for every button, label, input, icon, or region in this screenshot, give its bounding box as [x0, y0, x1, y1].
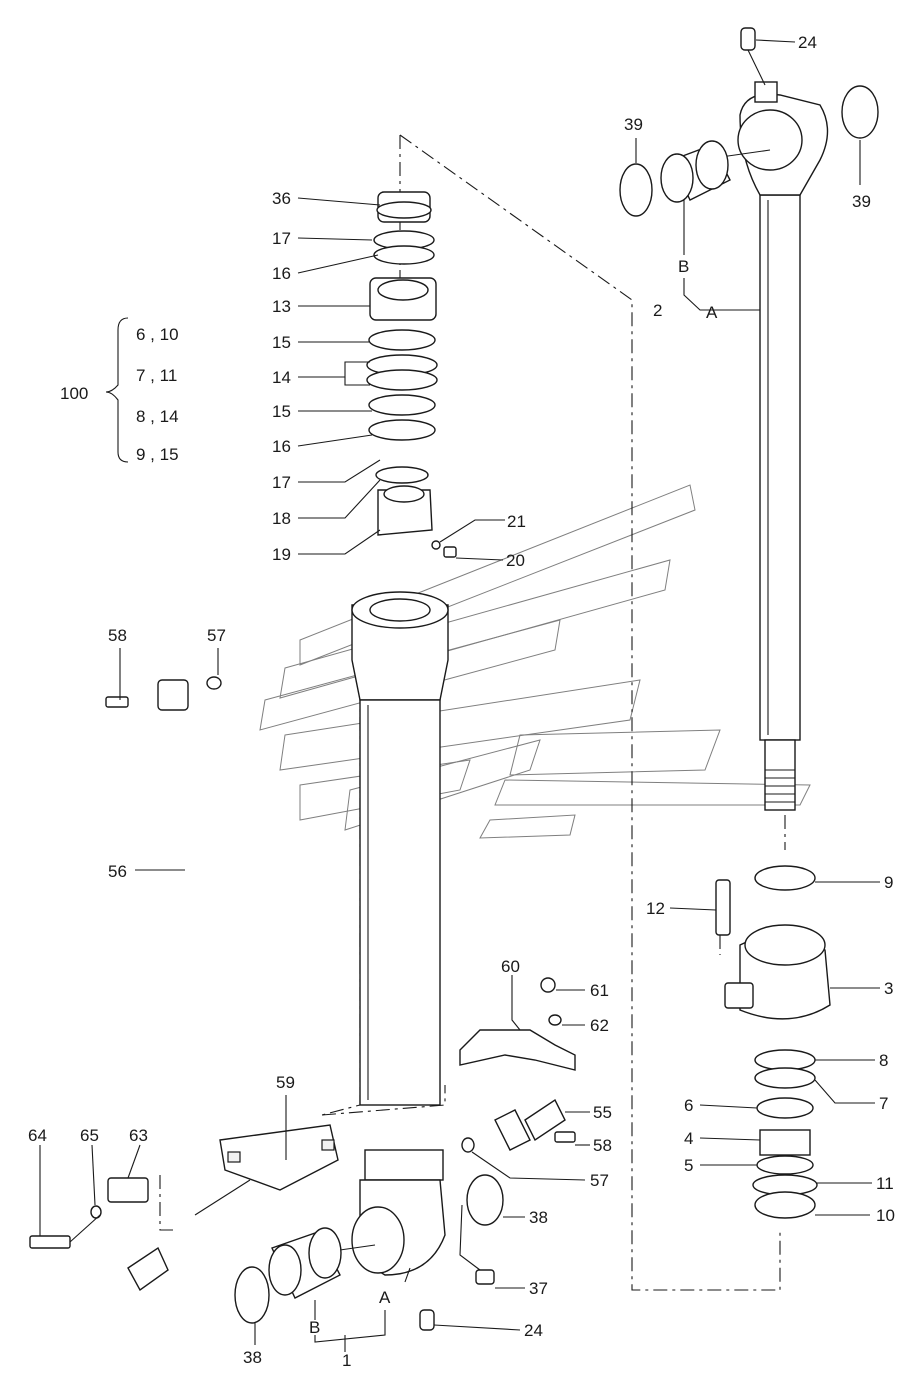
callout-57-top: 57 [207, 626, 226, 645]
callout-10: 10 [876, 1206, 895, 1225]
callout-37: 37 [529, 1279, 548, 1298]
bushing-upper [660, 140, 731, 203]
callout-56: 56 [108, 862, 127, 881]
piston-stack [366, 191, 457, 558]
callout-57-bottom: 57 [590, 1171, 609, 1190]
leader-lines [39, 39, 880, 1352]
kit-group-row-4: 9 , 15 [136, 445, 179, 464]
callout-61: 61 [590, 981, 609, 1000]
callout-19: 19 [272, 545, 291, 564]
callout-2: 2 [653, 301, 662, 320]
piston-head-3 [724, 924, 831, 1020]
callout-11: 11 [876, 1174, 894, 1193]
callout-a-lower: A [379, 1288, 391, 1307]
callout-17-top: 17 [272, 229, 291, 248]
block-63 [107, 1177, 149, 1203]
bushing-lower [268, 1227, 342, 1299]
alignment-lines [159, 134, 786, 1291]
kit-group-row-2: 7 , 11 [136, 366, 177, 385]
dust-seal-38-left [234, 1266, 270, 1324]
callout-59: 59 [276, 1073, 295, 1092]
callout-60: 60 [501, 957, 520, 976]
callout-4: 4 [684, 1129, 693, 1148]
callout-18: 18 [272, 509, 291, 528]
callout-a-upper: A [706, 303, 718, 322]
callout-65: 65 [80, 1126, 99, 1145]
ring-8 [754, 1049, 816, 1071]
washer-62 [548, 1014, 562, 1026]
callout-38-right: 38 [529, 1208, 548, 1227]
hose-assembly [105, 676, 222, 1292]
clamp-60 [459, 1029, 576, 1071]
callout-55: 55 [593, 1103, 612, 1122]
kit-group-row-3: 8 , 14 [136, 407, 179, 426]
dust-seal-39-right [841, 85, 879, 139]
callout-labels: 24 39 39 B 2 A 36 17 16 13 15 14 15 16 1… [28, 33, 895, 1370]
callout-17-bottom: 17 [272, 473, 291, 492]
callout-38-left: 38 [243, 1348, 262, 1367]
plug-37 [475, 1269, 495, 1285]
kit-group-label: 100 [60, 384, 88, 403]
ring-7 [754, 1067, 816, 1089]
callout-16-bottom: 16 [272, 437, 291, 456]
callout-12: 12 [646, 899, 665, 918]
o-ring-57-right [461, 1137, 475, 1153]
callout-39-right: 39 [852, 192, 871, 211]
callout-24-top: 24 [798, 33, 817, 52]
callout-5: 5 [684, 1156, 693, 1175]
socket-bolt-12 [715, 879, 731, 936]
callout-62: 62 [590, 1016, 609, 1035]
callout-14: 14 [272, 368, 291, 387]
callout-7: 7 [879, 1094, 888, 1113]
callout-58-bottom: 58 [593, 1136, 612, 1155]
bolt-58-right [554, 1131, 576, 1143]
callout-39-left: 39 [624, 115, 643, 134]
callout-16-top: 16 [272, 264, 291, 283]
callout-b-lower: B [309, 1318, 320, 1337]
cylinder-tube [339, 591, 449, 1276]
callout-3: 3 [884, 979, 893, 998]
callout-b-upper: B [678, 257, 689, 276]
clamp-59 [219, 1124, 339, 1191]
callout-24-bottom: 24 [524, 1321, 543, 1340]
kit-group-row-1: 6 , 10 [136, 325, 179, 344]
callout-21: 21 [507, 512, 526, 531]
ring-10 [754, 1191, 816, 1219]
ring-9 [754, 865, 816, 891]
watermark-logo [259, 484, 811, 839]
pipe-55 [494, 1098, 566, 1151]
grease-fitting-24-lower [419, 1309, 435, 1331]
kit-group-bracket [105, 317, 129, 463]
callout-8: 8 [879, 1051, 888, 1070]
ring-4 [759, 1129, 811, 1156]
washer-65 [90, 1205, 102, 1219]
callout-36: 36 [272, 189, 291, 208]
callout-13: 13 [272, 297, 291, 316]
callout-6: 6 [684, 1096, 693, 1115]
callout-64: 64 [28, 1126, 47, 1145]
ring-6 [756, 1097, 814, 1119]
piston-rod-assembly [699, 27, 829, 811]
bolt-64 [29, 1235, 71, 1249]
dust-seal-38-right [466, 1174, 504, 1226]
kit-group: 100 6 , 10 7 , 11 8 , 14 9 , 15 [60, 325, 179, 464]
callout-58-top: 58 [108, 626, 127, 645]
dust-seal-39-left [619, 163, 653, 217]
callout-15-top: 15 [272, 333, 291, 352]
callout-15-bottom: 15 [272, 402, 291, 421]
callout-1: 1 [342, 1351, 351, 1370]
callout-63: 63 [129, 1126, 148, 1145]
callout-9: 9 [884, 873, 893, 892]
bolt-61 [540, 977, 556, 993]
callout-20: 20 [506, 551, 525, 570]
ring-5 [756, 1155, 814, 1175]
